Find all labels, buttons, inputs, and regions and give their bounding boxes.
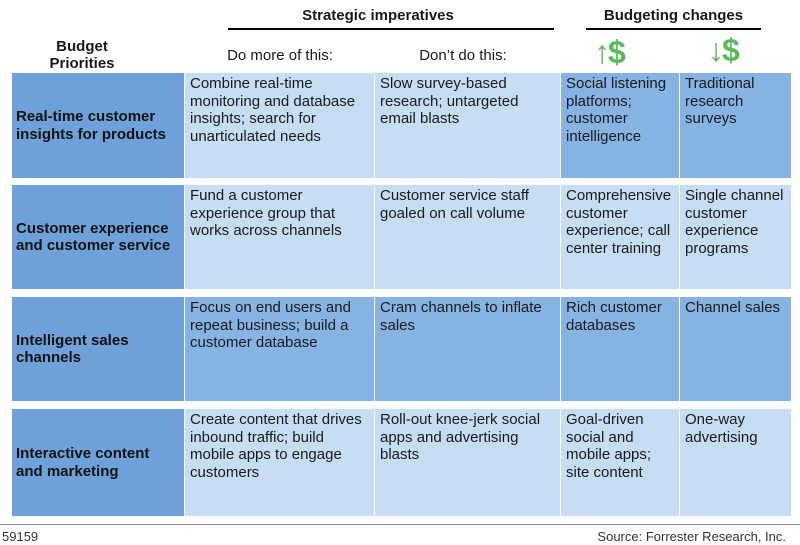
decrease-budget-icon: ↓$: [708, 32, 740, 68]
dont-do-cell: Roll-out knee-jerk social apps and adver…: [375, 409, 561, 516]
decrease-cell: Traditional research surveys: [680, 73, 792, 178]
dont-do-cell: Customer service staff goaled on call vo…: [375, 185, 561, 289]
priority-cell: Intelligent sales channels: [12, 297, 185, 401]
budget-priorities-heading: Budget Priorities: [49, 38, 115, 72]
budgeting-changes-heading: Budgeting changes: [603, 7, 744, 24]
footer-divider: [0, 524, 800, 525]
decrease-cell: One-way advertising: [680, 409, 792, 516]
do-more-cell: Fund a customer experience group that wo…: [185, 185, 375, 289]
increase-cell: Rich customer databases: [561, 297, 680, 401]
dont-do-cell: Cram channels to inflate sales: [375, 297, 561, 401]
increase-cell: Comprehensive customer experience; call …: [561, 185, 680, 289]
priority-cell: Interactive content and marketing: [12, 409, 185, 516]
strategic-imperatives-underline: [228, 28, 554, 30]
strategic-imperatives-heading: Strategic imperatives: [302, 7, 454, 24]
priority-label: Customer experience and customer service: [16, 219, 171, 255]
increase-cell: Social listening platforms; customer int…: [561, 73, 680, 178]
priority-label: Interactive content and marketing: [16, 445, 150, 480]
priority-label: Real-time customer insights for products: [16, 108, 166, 143]
table-row: Customer experience and customer service…: [12, 185, 792, 289]
decrease-cell: Single channel customer experience progr…: [680, 185, 792, 289]
table-row: Interactive content and marketing Create…: [12, 409, 792, 516]
increase-cell: Goal-driven social and mobile apps; site…: [561, 409, 680, 516]
priority-cell: Real-time customer insights for products: [12, 73, 185, 178]
do-more-cell: Combine real-time monitoring and databas…: [185, 73, 375, 178]
do-more-cell: Create content that drives inbound traff…: [185, 409, 375, 516]
dont-do-cell: Slow survey-based research; untargeted e…: [375, 73, 561, 178]
decrease-cell: Channel sales: [680, 297, 792, 401]
table-row: Real-time customer insights for products…: [12, 73, 792, 178]
increase-budget-icon: ↑$: [594, 34, 626, 70]
do-more-heading: Do more of this:: [227, 47, 333, 64]
table-row: Intelligent sales channels Focus on end …: [12, 297, 792, 401]
do-more-cell: Focus on end users and repeat business; …: [185, 297, 375, 401]
dont-do-heading: Don’t do this:: [419, 47, 507, 64]
priority-cell: Customer experience and customer service: [12, 185, 185, 289]
priority-label: Intelligent sales channels: [16, 331, 129, 367]
source-credit: Source: Forrester Research, Inc.: [597, 529, 786, 544]
figure-id: 59159: [2, 529, 39, 544]
budgeting-changes-underline: [586, 28, 761, 30]
